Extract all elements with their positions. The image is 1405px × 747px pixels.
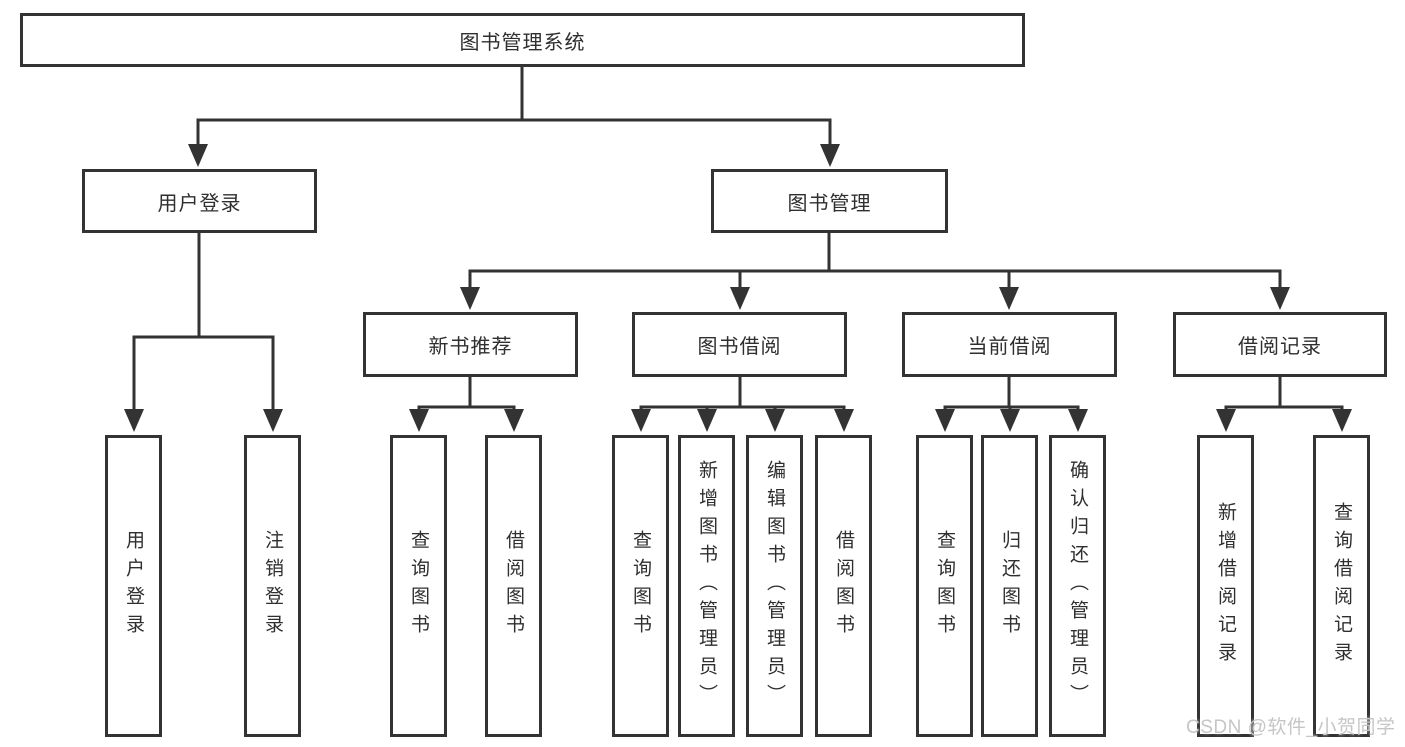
leaf-borrow-books-recommend-label: 借阅图书 [503,530,524,642]
arrow-down-icon [409,409,429,432]
arrow-down-icon [124,409,144,432]
arrow-down-icon [820,144,840,167]
arrow-down-icon [1068,409,1088,432]
node-new-book-recommend-label: 新书推荐 [428,336,513,358]
leaf-borrow-books-recommend: 借阅图书 [485,435,542,737]
leaf-edit-book-admin: 编辑图书（管理员） [746,435,803,737]
leaf-borrow-books: 借阅图书 [815,435,872,737]
connector-user-login-to-leaves [124,233,283,432]
leaf-query-books-recommend: 查询图书 [390,435,447,737]
arrow-down-icon [730,287,750,310]
leaf-query-books-current-label: 查询图书 [934,530,955,642]
leaf-query-borrow-record-label: 查询借阅记录 [1331,502,1352,670]
connector-root-to-level2 [188,67,840,167]
arrow-down-icon [631,409,651,432]
leaf-query-books-recommend-label: 查询图书 [408,530,429,642]
leaf-return-books: 归还图书 [981,435,1038,737]
leaf-return-books-label: 归还图书 [999,530,1020,642]
node-borrow-records-label: 借阅记录 [1238,336,1322,358]
arrow-down-icon [834,409,854,432]
node-root: 图书管理系统 [20,13,1025,67]
arrow-down-icon [504,409,524,432]
arrow-down-icon [1000,409,1020,432]
connector-current-borrow-to-leaves [935,377,1088,432]
arrow-down-icon [1270,287,1290,310]
node-book-management-label: 图书管理 [787,192,872,215]
arrow-down-icon [697,409,717,432]
arrow-down-icon [999,287,1019,310]
leaf-add-borrow-record: 新增借阅记录 [1197,435,1254,737]
connector-book-management-to-level3 [460,233,1290,310]
leaf-add-book-admin-label: 新增图书（管理员） [696,460,717,712]
leaf-add-book-admin: 新增图书（管理员） [678,435,735,737]
leaf-query-borrow-record: 查询借阅记录 [1313,435,1370,737]
arrow-down-icon [1332,409,1352,432]
node-current-borrow: 当前借阅 [902,312,1117,377]
arrow-down-icon [1216,409,1236,432]
node-user-login: 用户登录 [82,169,317,233]
leaf-user-login-label: 用户登录 [123,530,144,642]
node-new-book-recommend: 新书推荐 [363,312,578,377]
leaf-query-books-borrow: 查询图书 [612,435,669,737]
node-user-login-label: 用户登录 [157,192,242,215]
node-borrow-records: 借阅记录 [1173,312,1387,377]
leaf-logout: 注销登录 [244,435,301,737]
node-current-borrow-label: 当前借阅 [967,336,1052,358]
node-book-borrow-label: 图书借阅 [697,336,782,358]
leaf-user-login: 用户登录 [105,435,162,737]
leaf-confirm-return-admin: 确认归还（管理员） [1049,435,1106,737]
arrow-down-icon [460,287,480,310]
leaf-logout-label: 注销登录 [262,530,283,642]
leaf-borrow-books-label: 借阅图书 [833,530,854,642]
node-book-management: 图书管理 [711,169,948,233]
arrow-down-icon [188,144,208,167]
leaf-add-borrow-record-label: 新增借阅记录 [1215,502,1236,670]
arrow-down-icon [263,409,283,432]
leaf-query-books-borrow-label: 查询图书 [630,530,651,642]
connector-borrow-records-to-leaves [1216,377,1352,432]
leaf-query-books-current: 查询图书 [916,435,973,737]
connector-new-book-to-leaves [409,377,524,432]
leaf-confirm-return-admin-label: 确认归还（管理员） [1067,460,1088,712]
arrow-down-icon [765,409,785,432]
arrow-down-icon [935,409,955,432]
connector-book-borrow-to-leaves [631,377,854,432]
node-book-borrow: 图书借阅 [632,312,847,377]
watermark: CSDN @软件_小贺同学 [1186,717,1396,738]
node-root-label: 图书管理系统 [459,31,586,54]
leaf-edit-book-admin-label: 编辑图书（管理员） [764,460,785,712]
